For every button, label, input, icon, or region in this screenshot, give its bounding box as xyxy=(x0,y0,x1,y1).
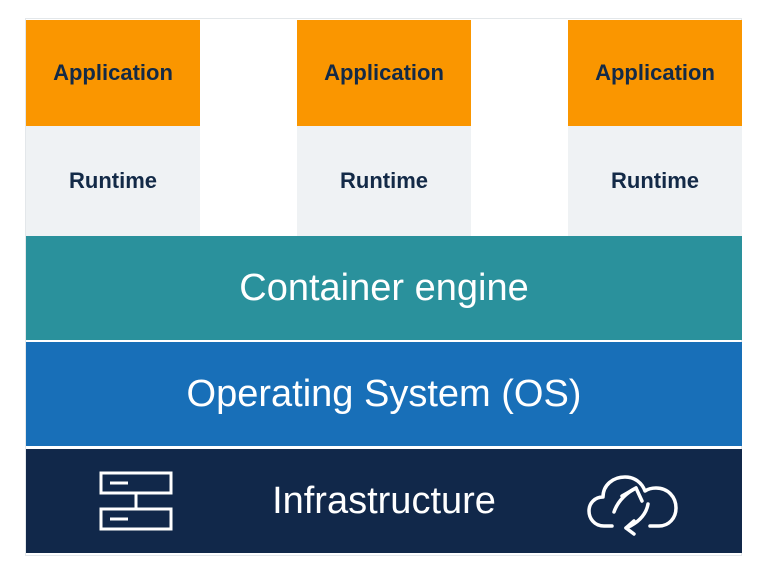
infrastructure-label: Infrastructure xyxy=(272,479,496,522)
runtime-box: Runtime xyxy=(26,126,200,236)
server-icon xyxy=(98,449,174,553)
container-engine-layer: Container engine xyxy=(26,236,742,340)
runtime-box: Runtime xyxy=(297,126,471,236)
app-stack-1: Application Runtime xyxy=(26,20,200,236)
operating-system-label: Operating System (OS) xyxy=(186,372,582,415)
app-stack-3: Application Runtime xyxy=(568,20,742,236)
operating-system-layer: Operating System (OS) xyxy=(26,342,742,446)
application-box: Application xyxy=(568,20,742,126)
infrastructure-layer: Infrastructure xyxy=(26,449,742,553)
cloud-sync-icon xyxy=(584,449,684,553)
runtime-box: Runtime xyxy=(568,126,742,236)
app-stack-2: Application Runtime xyxy=(297,20,471,236)
container-engine-label: Container engine xyxy=(239,266,529,309)
application-box: Application xyxy=(26,20,200,126)
application-box: Application xyxy=(297,20,471,126)
